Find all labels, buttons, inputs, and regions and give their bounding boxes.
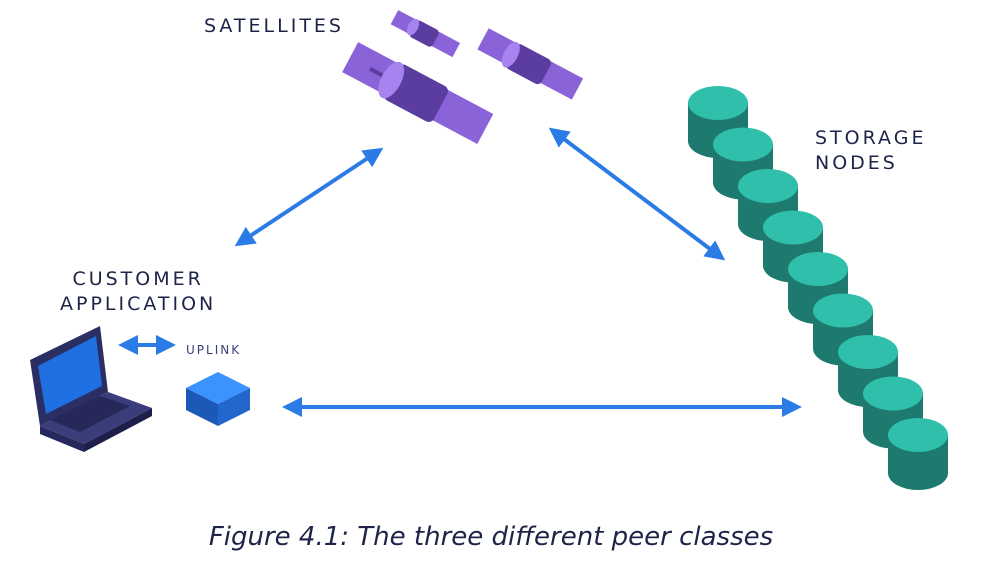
storage-node-icon xyxy=(888,418,948,490)
satellite-icon xyxy=(342,42,494,144)
storage-label-line1: STORAGE xyxy=(815,127,927,149)
arrow-satellites-storage xyxy=(548,127,726,261)
uplink-label: UPLINK xyxy=(186,343,242,357)
storage-label-line2: NODES xyxy=(815,152,898,174)
customer-application-label: CUSTOMER APPLICATION xyxy=(60,267,216,317)
storage-nodes-label: STORAGE NODES xyxy=(815,126,926,176)
satellite-icon xyxy=(390,10,461,58)
satellite-icon xyxy=(477,28,584,100)
arrow-customer-satellites xyxy=(234,147,384,247)
laptop-icon xyxy=(30,326,152,452)
figure-caption: Figure 4.1: The three different peer cla… xyxy=(208,522,774,552)
satellites-label: SATELLITES xyxy=(204,15,344,37)
customer-label-line1: CUSTOMER xyxy=(72,268,204,290)
uplink-box-icon xyxy=(186,372,250,426)
storage-stack xyxy=(688,86,948,490)
customer-label-line2: APPLICATION xyxy=(60,293,217,315)
